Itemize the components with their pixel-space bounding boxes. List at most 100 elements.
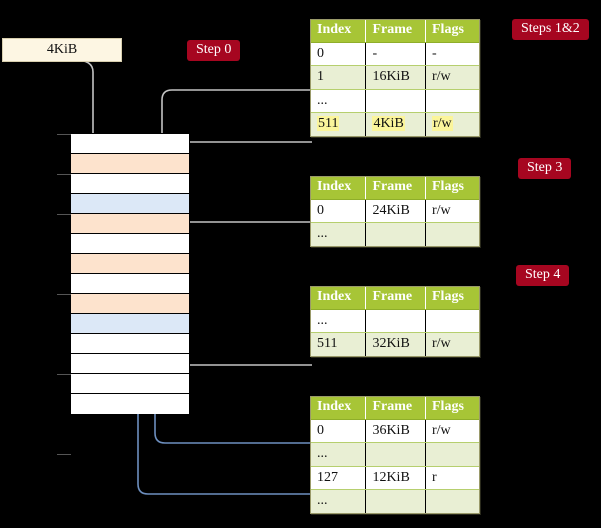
table-cell-flags	[425, 442, 479, 467]
step-label-step3: Step 3	[518, 158, 572, 180]
table-cell-flags: r/w	[425, 332, 479, 356]
memory-frame-row	[57, 154, 189, 175]
table-row: ...	[311, 89, 479, 114]
table-cell-frame: 24KiB	[365, 199, 426, 224]
source-frame-box: 4KiB	[2, 38, 122, 62]
table-cell-frame	[365, 442, 426, 467]
physical-memory-column	[57, 133, 190, 455]
table-row: ...	[311, 489, 479, 513]
step-label-text: Steps 1&2	[521, 21, 580, 36]
table-cell-flags: r/w	[425, 199, 479, 224]
column-header-index: Index	[311, 287, 367, 310]
table-cell-frame: 32KiB	[365, 332, 426, 356]
wire-l2-row511-to-memory	[170, 302, 312, 366]
memory-frame-row	[57, 294, 189, 455]
table-cell-flags	[425, 309, 479, 334]
memory-frame-row	[71, 194, 189, 214]
table-cell-frame: 4KiB	[365, 112, 426, 136]
table-cell-flags	[425, 489, 479, 513]
memory-frame-row	[57, 254, 189, 375]
table-row: ...	[311, 442, 479, 467]
table-cell-frame: 16KiB	[365, 65, 426, 90]
table-cell-frame: -	[365, 42, 426, 67]
source-frame-label: 4KiB	[46, 42, 78, 57]
wire-l3-row0-to-memory	[148, 323, 312, 444]
table-cell-frame	[365, 309, 426, 334]
table-row: 0--	[311, 42, 479, 67]
memory-frame-row	[71, 274, 189, 294]
column-header-frame: Frame	[365, 20, 426, 43]
table-cell-index: 0	[311, 419, 367, 444]
table-cell-index: ...	[311, 222, 367, 246]
table-cell-flags	[425, 222, 479, 246]
wire-l0-row511-to-memory	[165, 141, 312, 153]
wire-l1-row0-to-memory	[176, 221, 312, 262]
wire-l0-row1-to-memory	[161, 89, 312, 226]
table-cell-flags: r/w	[425, 112, 479, 136]
table-cell-index: 511	[311, 332, 367, 356]
table-cell-frame: 12KiB	[365, 466, 426, 491]
table-cell-index: 127	[311, 466, 367, 491]
table-row: ...	[311, 222, 479, 246]
step-label-step4: Step 4	[516, 265, 570, 287]
table-cell-index: 0	[311, 199, 367, 224]
memory-frame-row	[71, 354, 189, 374]
column-header-index: Index	[311, 177, 367, 200]
memory-tick-mark	[57, 454, 71, 455]
table-cell-index: 0	[311, 42, 367, 67]
table-cell-index: 511	[311, 112, 367, 136]
memory-frame-row	[71, 234, 189, 254]
memory-tick-mark	[57, 294, 71, 295]
memory-frame-row	[57, 214, 189, 295]
memory-frame-row	[71, 374, 189, 394]
step-label-text: Step 0	[196, 42, 232, 57]
table-cell-frame	[365, 222, 426, 246]
table-cell-index: ...	[311, 489, 367, 513]
memory-tick-mark	[57, 214, 71, 215]
column-header-frame: Frame	[365, 287, 426, 310]
column-header-index: Index	[311, 20, 367, 43]
column-header-flags: Flags	[425, 287, 479, 310]
table-row: ...	[311, 309, 479, 334]
step-label-step0: Step 0	[187, 40, 241, 62]
memory-frame-row	[57, 174, 189, 215]
memory-tick-mark	[57, 174, 71, 175]
table-cell-flags: -	[425, 42, 479, 67]
memory-frame-row	[71, 394, 189, 414]
column-header-flags: Flags	[425, 177, 479, 200]
highlighted-value: r/w	[432, 116, 453, 132]
memory-frame-row	[57, 134, 189, 154]
table-cell-flags: r/w	[425, 65, 479, 90]
table-cell-index: ...	[311, 442, 367, 467]
table-cell-flags: r	[425, 466, 479, 491]
memory-tick-mark	[57, 134, 71, 135]
column-header-frame: Frame	[365, 397, 426, 420]
table-cell-index: ...	[311, 89, 367, 114]
step-label-text: Step 4	[525, 267, 561, 282]
wire-l3-row127-to-memory	[131, 204, 312, 495]
table-cell-frame: 36KiB	[365, 419, 426, 444]
table-cell-flags: r/w	[425, 419, 479, 444]
column-header-frame: Frame	[365, 177, 426, 200]
memory-frame-row	[71, 334, 189, 354]
table-cell-frame	[365, 489, 426, 513]
column-header-index: Index	[311, 397, 367, 420]
step-label-steps1and2: Steps 1&2	[512, 19, 589, 41]
highlighted-value: 511	[317, 116, 340, 132]
step-label-text: Step 3	[527, 160, 563, 175]
table-cell-flags	[425, 89, 479, 114]
table-row: 511 4KiB r/w	[311, 112, 479, 136]
table-cell-frame	[365, 89, 426, 114]
memory-frame-row	[71, 314, 189, 334]
table-cell-index: 1	[311, 65, 367, 90]
column-header-flags: Flags	[425, 20, 479, 43]
